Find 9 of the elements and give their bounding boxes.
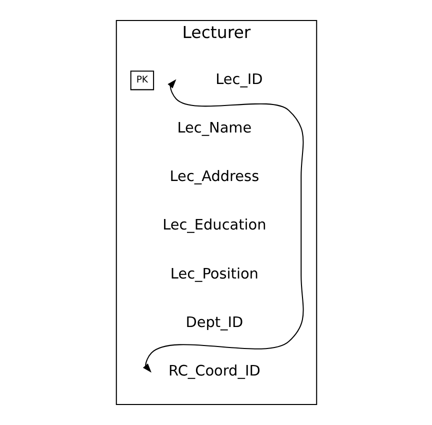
node-text: RC_Coord_ID [168, 363, 260, 380]
node-text: Lec_Name [176, 120, 252, 137]
node-box: PK [130, 70, 154, 90]
node-text: Dept_ID [185, 314, 243, 331]
node-text: Lec_Position [170, 266, 258, 282]
node-text: Lec_ID [215, 72, 262, 88]
arrow [142, 79, 304, 373]
node-text: Lec_Address [169, 169, 259, 186]
node-text: Lec_Education [162, 218, 266, 234]
